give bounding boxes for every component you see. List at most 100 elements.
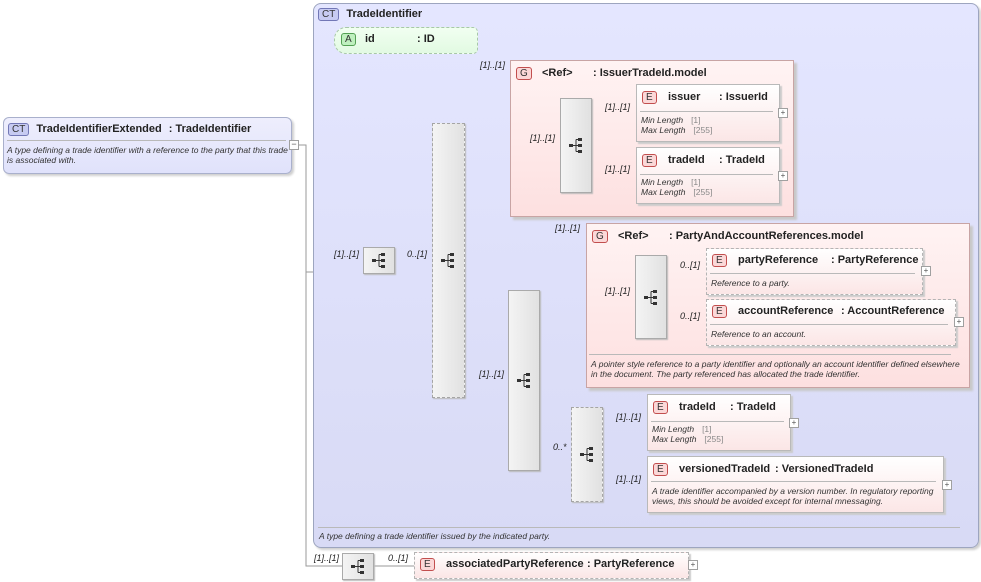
element-description: A trade identifier accompanied by a vers… [652, 486, 934, 506]
cardinality-label: [1]..[1] [605, 102, 631, 112]
sequence-compositor[interactable] [508, 290, 540, 471]
element-partyreference[interactable]: E partyReference : PartyReference Refere… [706, 248, 923, 295]
complex-type-tradeidentifierextended[interactable]: CT TradeIdentifierExtended : TradeIdenti… [3, 117, 292, 174]
element-type: : TradeId [719, 154, 765, 166]
element-versionedtradeid[interactable]: E versionedTradeId : VersionedTradeId A … [647, 456, 944, 513]
divider [710, 324, 948, 325]
element-accountreference[interactable]: E accountReference : AccountReference Re… [706, 299, 956, 346]
element-name: associatedPartyReference [446, 558, 584, 570]
sequence-compositor[interactable] [560, 98, 592, 193]
cardinality-label: [1]..[1] [605, 164, 631, 174]
expand-icon[interactable] [954, 317, 964, 327]
element-name: issuer [668, 91, 701, 103]
element-name: tradeId [668, 154, 705, 166]
group-name: : PartyAndAccountReferences.model [669, 230, 864, 242]
sequence-icon [517, 373, 530, 388]
ct-main-description: A type defining a trade identifier issue… [319, 531, 551, 541]
element-badge-icon: E [653, 401, 668, 414]
expand-icon[interactable] [942, 480, 952, 490]
collapse-icon[interactable] [289, 140, 299, 150]
complex-type-badge-icon: CT [8, 123, 30, 136]
facet-min-length: Min Length[1] [652, 424, 712, 434]
choice-icon [580, 447, 593, 462]
element-issuer[interactable]: E issuer : IssuerId Min Length[1] Max Le… [636, 84, 780, 142]
expand-icon[interactable] [921, 266, 931, 276]
expand-icon[interactable] [778, 108, 788, 118]
divider [640, 111, 773, 112]
group-description: A pointer style reference to a party ide… [591, 359, 960, 379]
cardinality-label: [1]..[1] [616, 412, 642, 422]
facet-min-length: Min Length[1] [641, 115, 701, 125]
divider [710, 273, 915, 274]
ct-main-name: TradeIdentifier [346, 8, 423, 21]
attribute-type: : ID [417, 33, 435, 45]
element-badge-icon: E [420, 558, 435, 571]
element-name: versionedTradeId [679, 463, 771, 475]
divider [589, 354, 951, 355]
element-type: : PartyReference [587, 558, 675, 570]
cardinality-label: [1]..[1] [616, 474, 642, 484]
sequence-compositor[interactable] [635, 255, 667, 339]
facet-max-length: Max Length[255] [652, 434, 724, 444]
group-badge-icon: G [516, 67, 532, 80]
choice-compositor[interactable] [571, 407, 603, 502]
facet-max-length: Max Length[255] [641, 125, 713, 135]
ct-ext-type: : TradeIdentifier [168, 123, 252, 136]
choice-compositor[interactable] [432, 123, 465, 398]
cardinality-label: 0..* [553, 442, 567, 452]
element-description: Reference to a party. [711, 278, 790, 288]
element-associatedpartyreference[interactable]: E associatedPartyReference : PartyRefere… [414, 552, 689, 579]
element-badge-icon: E [642, 154, 657, 167]
element-type: : TradeId [730, 401, 776, 413]
attribute-name: id [365, 33, 375, 45]
element-badge-icon: E [653, 463, 668, 476]
element-name: partyReference [738, 254, 819, 266]
cardinality-label: [1]..[1] [334, 249, 360, 259]
expand-icon[interactable] [778, 171, 788, 181]
element-badge-icon: E [712, 254, 727, 267]
element-type: : PartyReference [831, 254, 919, 266]
sequence-icon [644, 290, 657, 305]
expand-icon[interactable] [789, 418, 799, 428]
divider [7, 140, 286, 141]
element-tradeid[interactable]: E tradeId : TradeId Min Length[1] Max Le… [636, 147, 780, 204]
element-tradeid[interactable]: E tradeId : TradeId Min Length[1] Max Le… [647, 394, 791, 451]
facet-min-length: Min Length[1] [641, 177, 701, 187]
ct-ext-description: A type defining a trade identifier with … [7, 145, 288, 165]
cardinality-label: 0..[1] [388, 553, 409, 563]
ct-ext-name: TradeIdentifierExtended [36, 123, 162, 136]
choice-icon [441, 253, 454, 268]
element-type: : IssuerId [719, 91, 768, 103]
cardinality-label: [1]..[1] [314, 553, 340, 563]
divider [318, 527, 960, 528]
attribute-id[interactable]: A id : ID [334, 27, 478, 54]
divider [651, 481, 936, 482]
element-type: : AccountReference [841, 305, 945, 317]
ct-header: CT TradeIdentifier [318, 8, 422, 21]
divider [651, 421, 784, 422]
attribute-badge-icon: A [341, 33, 356, 46]
element-badge-icon: E [642, 91, 657, 104]
element-name: accountReference [738, 305, 834, 317]
cardinality-label: [1]..[1] [555, 223, 581, 233]
element-type: : VersionedTradeId [775, 463, 874, 475]
group-ref: <Ref> [542, 67, 573, 79]
cardinality-label: 0..[1] [680, 311, 701, 321]
sequence-compositor[interactable] [363, 247, 395, 274]
group-name: : IssuerTradeId.model [593, 67, 707, 79]
cardinality-label: [1]..[1] [530, 133, 556, 143]
element-description: Reference to an account. [711, 329, 806, 339]
ct-header: CT TradeIdentifierExtended : TradeIdenti… [8, 123, 251, 136]
cardinality-label: 0..[1] [407, 249, 428, 259]
sequence-compositor[interactable] [342, 553, 374, 580]
sequence-icon [569, 138, 582, 153]
element-badge-icon: E [712, 305, 727, 318]
group-badge-icon: G [592, 230, 608, 243]
cardinality-label: 0..[1] [680, 260, 701, 270]
divider [640, 174, 773, 175]
cardinality-label: [1]..[1] [480, 60, 506, 70]
sequence-icon [351, 559, 364, 574]
element-name: tradeId [679, 401, 716, 413]
cardinality-label: [1]..[1] [605, 286, 631, 296]
expand-icon[interactable] [688, 560, 698, 570]
